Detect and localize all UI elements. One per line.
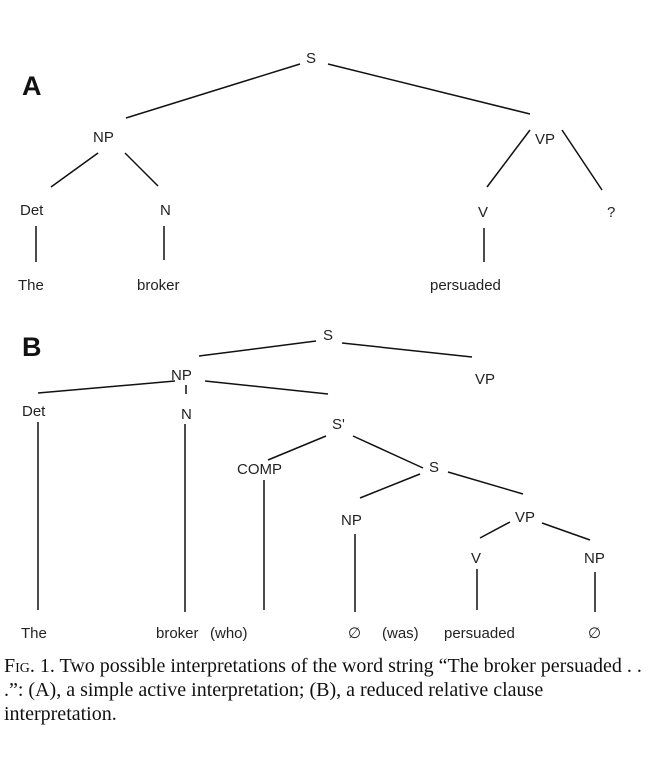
edge-b-s-vp	[341, 342, 473, 358]
edge-b-s2-np2	[359, 473, 421, 499]
word-b-who: (who)	[210, 625, 248, 642]
node-b-s: S	[323, 327, 333, 344]
edge-a-vp-q	[561, 129, 603, 191]
edge-a-np-n	[124, 152, 159, 187]
tree-b-edges	[37, 340, 596, 612]
word-a-the: The	[18, 277, 44, 294]
node-b-s2: S	[429, 459, 439, 476]
node-b-vp: VP	[475, 371, 495, 388]
node-b-vp2: VP	[515, 509, 535, 526]
edge-a-s-vp	[327, 63, 531, 115]
node-a-n: N	[160, 202, 171, 219]
word-b-persuaded: persuaded	[444, 625, 515, 642]
edge-b-s2-vp2	[447, 471, 524, 495]
edge-a-vp-v	[486, 129, 531, 188]
word-b-broker: broker	[156, 625, 199, 642]
node-b-np3: NP	[584, 550, 605, 567]
edge-b-vp2-v	[479, 521, 511, 539]
word-b-was: (was)	[382, 625, 419, 642]
word-a-broker: broker	[137, 277, 180, 294]
node-a-s: S	[306, 50, 316, 67]
node-a-q: ?	[607, 204, 615, 221]
node-b-n: N	[181, 406, 192, 423]
node-a-np: NP	[93, 129, 114, 146]
word-a-persuaded: persuaded	[430, 277, 501, 294]
edge-b-vp2-np3	[541, 522, 591, 541]
panel-a-label: A	[22, 71, 42, 101]
node-b-v: V	[471, 550, 481, 567]
edge-a-np-det	[50, 152, 99, 188]
node-a-det: Det	[20, 202, 44, 219]
word-b-null1: ∅	[348, 625, 361, 642]
edge-b-s-np	[198, 340, 317, 357]
tree-a-edges	[35, 63, 603, 262]
caption-text: Two possible interpretations of the word…	[4, 655, 642, 725]
word-b-the: The	[21, 625, 47, 642]
word-b-null2: ∅	[588, 625, 601, 642]
edge-b-np-sbar	[204, 380, 329, 395]
tree-b-nodes: S NP VP Det N S' COMP S NP VP V NP The b…	[21, 327, 605, 642]
node-a-v: V	[478, 204, 488, 221]
node-b-comp: COMP	[237, 461, 282, 478]
node-a-vp: VP	[535, 131, 555, 148]
node-b-np: NP	[171, 367, 192, 384]
node-b-np2: NP	[341, 512, 362, 529]
figure-caption: Fig. 1. Two possible interpretations of …	[4, 654, 644, 726]
node-b-sbar: S'	[332, 416, 345, 433]
caption-label: Fig. 1.	[4, 655, 55, 677]
edge-b-np-det	[37, 380, 176, 394]
edge-b-sbar-comp	[267, 435, 327, 461]
edge-b-sbar-s2	[352, 435, 424, 469]
edge-a-s-np	[125, 63, 301, 119]
tree-a-nodes: S NP VP Det N V ? The broker persuaded	[18, 50, 615, 294]
node-b-det: Det	[22, 403, 46, 420]
panel-b-label: B	[22, 332, 42, 362]
